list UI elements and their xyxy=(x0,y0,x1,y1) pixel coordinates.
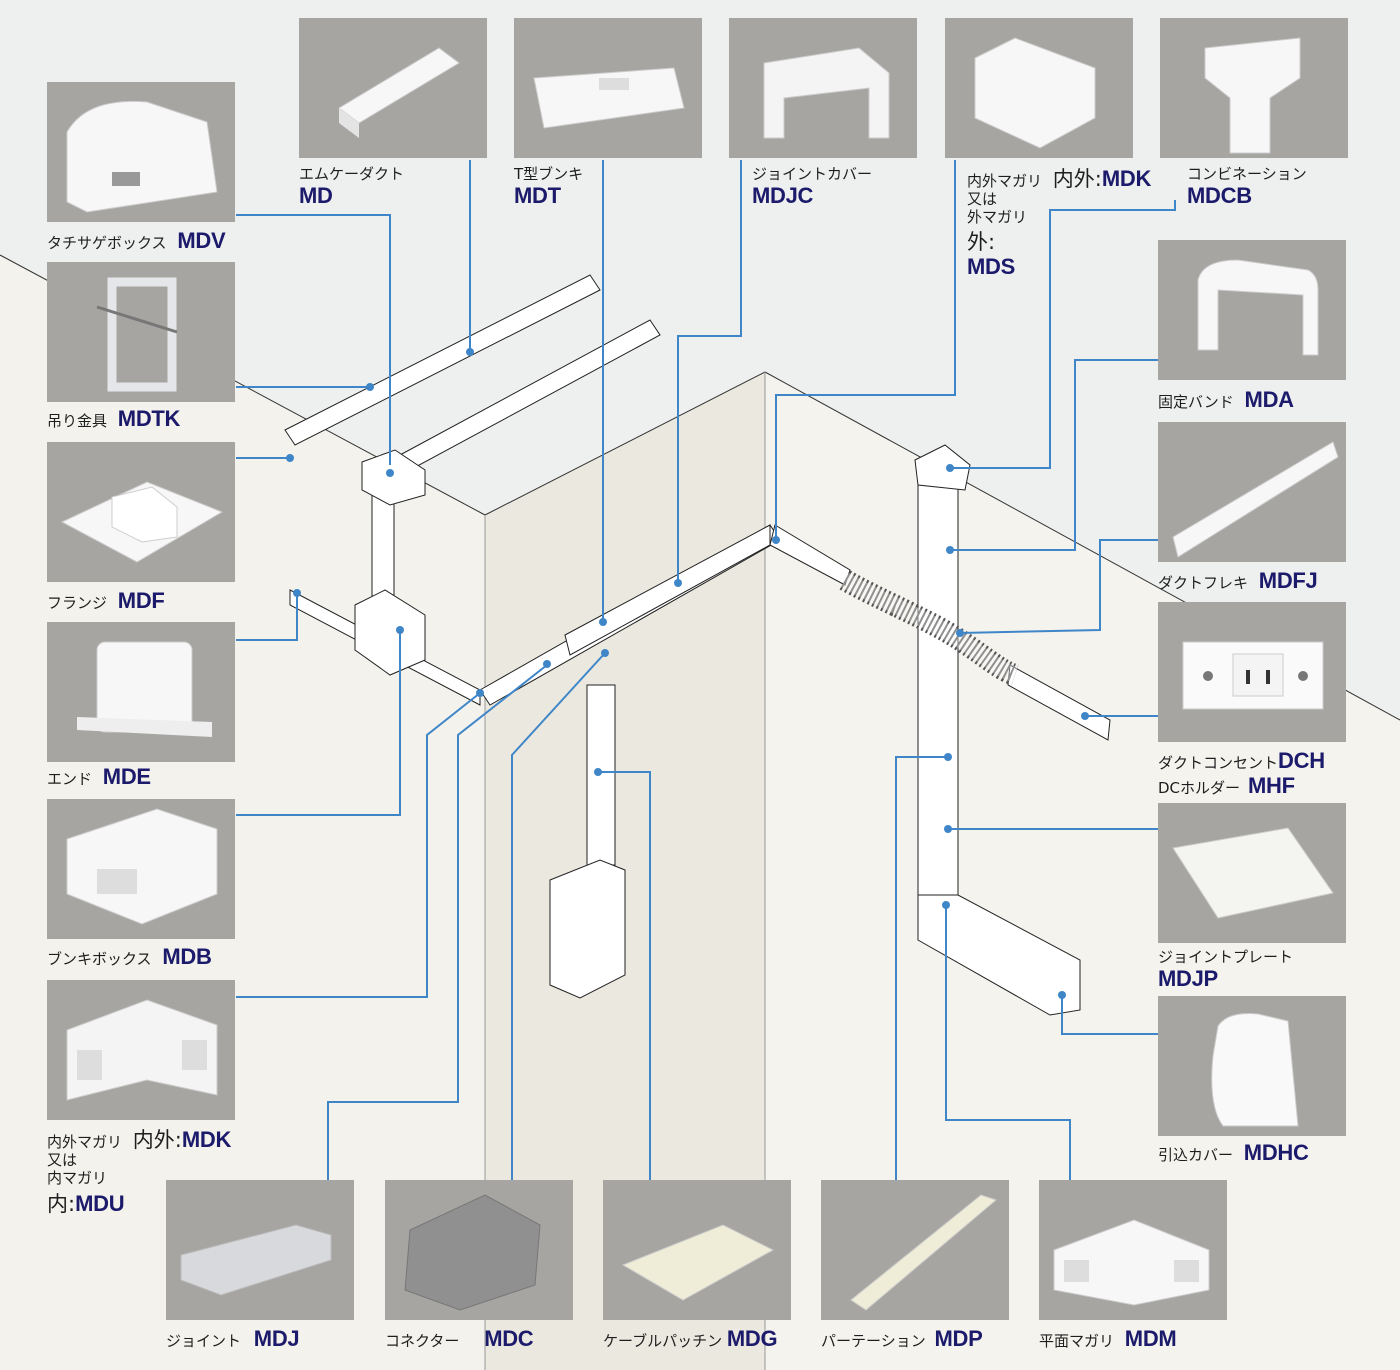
part-name: ケーブルパッチン xyxy=(603,1332,723,1350)
part-code: MDE xyxy=(102,764,151,789)
product-image-mdfj xyxy=(1158,422,1346,562)
part-code: MDP xyxy=(934,1326,983,1351)
part-code: MDT xyxy=(514,183,561,209)
product-image-mdt xyxy=(514,18,702,158)
part-name-line-3: 内マガリ xyxy=(47,1168,108,1187)
part-name: ジョイント xyxy=(166,1332,242,1350)
part-code-mdu: MDU xyxy=(75,1190,125,1216)
part-code: MDG xyxy=(726,1326,778,1351)
part-name: 吊り金具 xyxy=(47,412,108,430)
label-mdjp: ジョイントプレート MDJP xyxy=(1158,948,1294,992)
part-name: ジョイントカバー xyxy=(752,165,873,183)
part-code: MDFJ xyxy=(1258,568,1318,593)
part-code: MDV xyxy=(177,228,226,253)
part-name-line-2: 又は xyxy=(47,1151,78,1170)
label-mdc: コネクター MDC xyxy=(385,1326,534,1351)
product-image-mdf xyxy=(47,442,235,582)
part-name-line-3: 外マガリ xyxy=(967,207,1028,226)
product-image-mde xyxy=(47,622,235,762)
product-image-mdc xyxy=(385,1180,573,1320)
label-md: エムケーダクト MD xyxy=(299,165,405,209)
label-mde: エンド MDE xyxy=(47,764,151,789)
part-code: MDHC xyxy=(1243,1140,1309,1165)
part-name-line-1: 内外マガリ xyxy=(967,172,1043,190)
part-code-mdk: MDK xyxy=(181,1127,232,1152)
part-code: MDJ xyxy=(253,1326,300,1351)
part-code: MDA xyxy=(1244,387,1295,412)
part-name: 固定バンド xyxy=(1158,393,1234,411)
part-name: コンビネーション xyxy=(1187,165,1307,183)
product-image-mdm xyxy=(1039,1180,1227,1320)
part-name: ダクトフレキ xyxy=(1158,574,1249,592)
product-image-mdk-mdu xyxy=(47,980,235,1120)
prefix-inner: 内: xyxy=(47,1191,76,1216)
part-code: MDJP xyxy=(1158,966,1218,992)
label-mdcb: コンビネーション MDCB xyxy=(1187,165,1307,209)
part-name-line-2: 又は xyxy=(967,190,998,209)
part-name: ブンキボックス xyxy=(47,950,152,968)
part-code: MDTK xyxy=(117,406,181,431)
part-code-mds: MDS xyxy=(967,253,1015,279)
product-image-dch xyxy=(1158,602,1346,742)
part-name: パーテーション xyxy=(821,1332,926,1350)
label-mdhc: 引込カバー MDHC xyxy=(1158,1140,1309,1165)
label-mda: 固定バンド MDA xyxy=(1158,387,1294,412)
product-image-mdj xyxy=(166,1180,354,1320)
part-code-dch: DCH xyxy=(1278,748,1325,773)
product-image-mdhc xyxy=(1158,996,1346,1136)
label-mdm: 平面マガリ MDM xyxy=(1039,1326,1177,1351)
part-name: 引込カバー xyxy=(1158,1146,1234,1164)
part-name: エンド xyxy=(47,770,93,788)
product-image-mdtk xyxy=(47,262,235,402)
label-mdk-mds: 内外マガリ 内外:MDK 又は 外マガリ 外: MDS xyxy=(967,166,1151,279)
product-image-mdp xyxy=(821,1180,1009,1320)
product-image-mdjc xyxy=(729,18,917,158)
part-code: MDC xyxy=(484,1326,534,1351)
label-dch-mhf: ダクトコンセントDCH DCホルダー MHF xyxy=(1158,748,1325,799)
label-mdtk: 吊り金具 MDTK xyxy=(47,406,180,431)
label-mdt: T型ブンキ MDT xyxy=(514,165,584,209)
label-mdb: ブンキボックス MDB xyxy=(47,944,212,969)
label-mdfj: ダクトフレキ MDFJ xyxy=(1158,568,1318,593)
product-image-mdb xyxy=(47,799,235,939)
prefix-outer: 外: xyxy=(967,229,996,254)
part-code-mhf: MHF xyxy=(1248,773,1295,799)
label-mdp: パーテーション MDP xyxy=(821,1326,983,1351)
prefix-inner-outer: 内外: xyxy=(132,1128,182,1152)
part-name: タチサゲボックス xyxy=(47,234,167,252)
product-image-mdv xyxy=(47,82,235,222)
part-name: エムケーダクト xyxy=(299,165,405,183)
label-mdj: ジョイント MDJ xyxy=(166,1326,300,1351)
part-code-mdk: MDK xyxy=(1101,166,1152,191)
part-name: コネクター xyxy=(385,1332,460,1350)
part-name: 平面マガリ xyxy=(1039,1332,1115,1350)
part-name-line-1: 内外マガリ xyxy=(47,1133,123,1151)
product-image-mda xyxy=(1158,240,1346,380)
label-mdv: タチサゲボックス MDV xyxy=(47,228,226,253)
product-image-mdg xyxy=(603,1180,791,1320)
product-image-mdcb xyxy=(1160,18,1348,158)
part-code: MD xyxy=(299,183,333,209)
part-code: MDF xyxy=(117,588,165,613)
product-image-mdjp xyxy=(1158,803,1346,943)
product-image-mdk-mds xyxy=(945,18,1133,158)
label-mdk-mdu: 内外マガリ 内外:MDK 又は 内マガリ 内:MDU xyxy=(47,1127,231,1216)
part-code: MDJC xyxy=(752,183,814,209)
part-name: フランジ xyxy=(47,594,108,612)
prefix-inner-outer: 内外: xyxy=(1052,167,1102,191)
product-image-md xyxy=(299,18,487,158)
part-code: MDB xyxy=(162,944,212,969)
part-name-dch: ダクトコンセント xyxy=(1158,754,1279,772)
part-name: T型ブンキ xyxy=(514,165,584,183)
label-mdjc: ジョイントカバー MDJC xyxy=(752,165,873,209)
part-name-mhf: DCホルダー xyxy=(1158,779,1241,798)
part-code: MDM xyxy=(1124,1326,1177,1351)
label-mdg: ケーブルパッチン MDG xyxy=(603,1326,778,1351)
part-code: MDCB xyxy=(1187,183,1252,209)
label-mdf: フランジ MDF xyxy=(47,588,165,613)
part-name: ジョイントプレート xyxy=(1158,948,1294,966)
